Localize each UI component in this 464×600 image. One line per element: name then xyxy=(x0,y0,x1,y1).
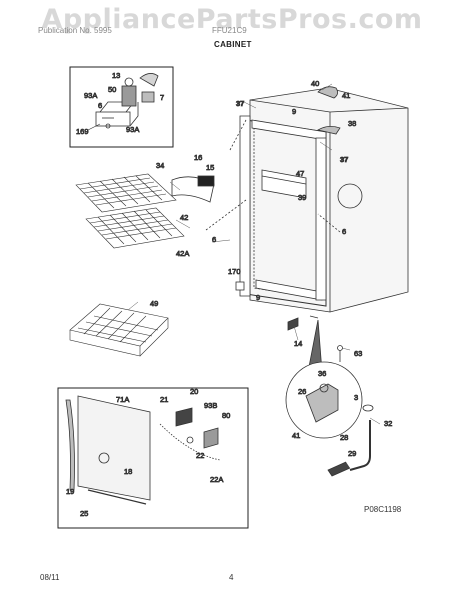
callout-32: 32 xyxy=(384,419,392,428)
watermark: AppliancePartsPros.com xyxy=(41,4,423,35)
callout-14: 14 xyxy=(294,339,302,348)
callout-28: 28 xyxy=(340,433,348,442)
callout-49: 49 xyxy=(150,299,158,308)
callout-41-top: 41 xyxy=(342,91,350,100)
callout-37-top: 37 xyxy=(236,99,244,108)
cabinet-body xyxy=(205,86,409,373)
callout-36: 36 xyxy=(318,369,326,378)
callout-13: 13 xyxy=(112,71,120,80)
callout-22: 22 xyxy=(196,451,204,460)
callout-9-bottom: 9 xyxy=(256,293,260,302)
callout-29: 29 xyxy=(348,449,356,458)
callout-93b: 93B xyxy=(204,401,217,410)
wire-shelves xyxy=(75,173,185,249)
callout-37-right: 37 xyxy=(340,155,348,164)
callout-15: 15 xyxy=(206,163,214,172)
callout-16: 16 xyxy=(194,153,202,162)
callout-93a-top: 93A xyxy=(84,91,97,100)
callout-170: 170 xyxy=(228,267,241,276)
callout-41-bottom: 41 xyxy=(292,431,300,440)
callout-34: 34 xyxy=(156,161,164,170)
footer-date: 08/11 xyxy=(40,573,60,582)
callout-19: 19 xyxy=(66,487,74,496)
inset-valve-assembly xyxy=(69,66,174,148)
footer-page-number: 4 xyxy=(229,573,234,582)
callout-40: 40 xyxy=(311,79,319,88)
callout-93a-bottom: 93A xyxy=(126,125,139,134)
callout-80: 80 xyxy=(222,411,230,420)
callout-6-inset: 6 xyxy=(98,101,102,110)
publication-number: Publication No. 5995 xyxy=(38,26,112,35)
callout-42: 42 xyxy=(180,213,188,222)
freezer-basket xyxy=(69,303,169,357)
callout-9-top: 9 xyxy=(292,107,296,116)
callout-39: 39 xyxy=(298,193,306,202)
figure-id: P08C1198 xyxy=(364,505,402,514)
callout-63: 63 xyxy=(354,349,362,358)
callout-71a: 71A xyxy=(116,395,129,404)
callout-38: 38 xyxy=(348,119,356,128)
callout-42a: 42A xyxy=(176,249,189,258)
inset-bottom-hinge xyxy=(285,345,374,477)
model-number: FFU21C9 xyxy=(212,26,247,35)
bin-and-latch xyxy=(171,175,215,203)
callout-26: 26 xyxy=(298,387,306,396)
callout-50: 50 xyxy=(108,85,116,94)
callout-169: 169 xyxy=(76,127,89,136)
callout-20: 20 xyxy=(190,387,198,396)
callout-18: 18 xyxy=(124,467,132,476)
callout-21: 21 xyxy=(160,395,168,404)
callout-47: 47 xyxy=(296,169,304,178)
section-title: CABINET xyxy=(214,40,252,49)
callout-6-left: 6 xyxy=(212,235,216,244)
callout-22a: 22A xyxy=(210,475,223,484)
inset-rear-panel xyxy=(57,387,249,529)
callout-7: 7 xyxy=(160,93,164,102)
callout-6-right: 6 xyxy=(342,227,346,236)
callout-3: 3 xyxy=(354,393,358,402)
callout-25: 25 xyxy=(80,509,88,518)
